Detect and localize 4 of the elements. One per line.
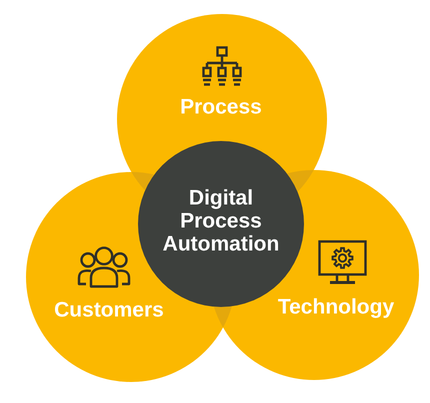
circle-label: Technology — [276, 295, 396, 319]
circle-label: Process — [179, 95, 263, 119]
circle-label: Customers — [53, 298, 165, 322]
center-label: Digital Process Automation — [162, 186, 280, 256]
